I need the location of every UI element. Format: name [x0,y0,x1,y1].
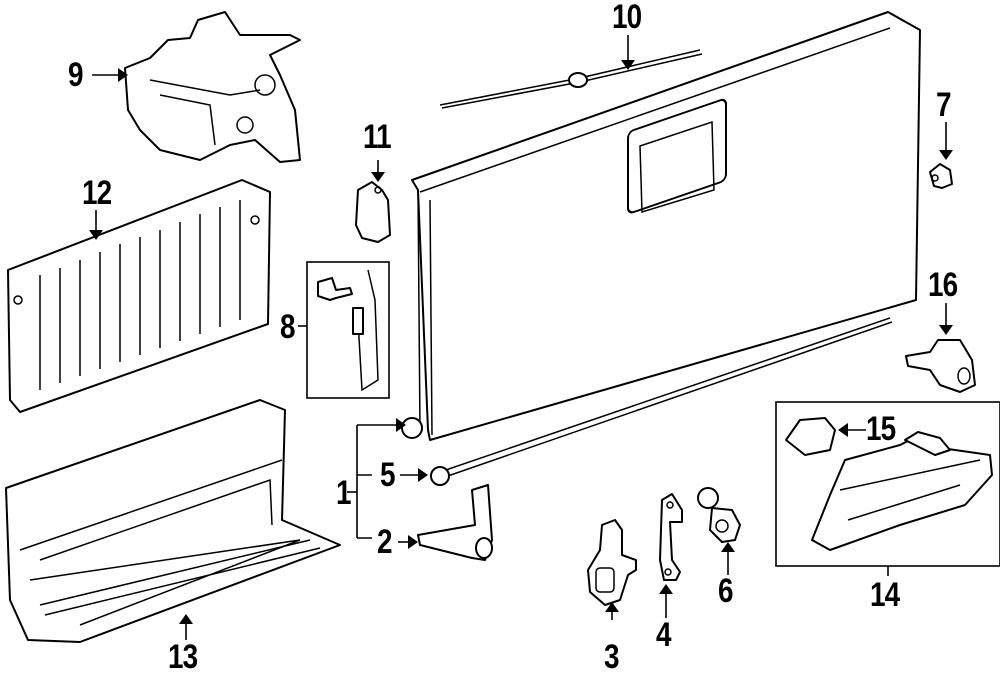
callout-5: 5 [380,456,396,494]
part-5-cable [401,317,893,486]
part-9-latch [124,11,301,163]
callout-13: 13 [168,638,198,674]
callout-2: 2 [377,523,393,561]
callout-15: 15 [866,410,896,448]
part-12-inner-panel [7,179,271,413]
callout-16: 16 [928,266,958,304]
callout-4: 4 [656,616,672,654]
part-3-striker [587,519,637,606]
part-6-pivot [697,487,741,543]
callout-12: 12 [82,174,112,212]
part-16-lock-cylinder [905,339,976,393]
part-4-link [659,493,683,581]
callout-8: 8 [280,308,296,346]
part-8-kit [306,261,390,399]
part-13-tailgate-trim [5,399,341,643]
callout-7: 7 [936,86,952,124]
callout-3: 3 [604,638,620,674]
part-10-release-rod [439,49,703,109]
part-2-bracket [417,484,493,561]
callout-11: 11 [363,118,392,156]
callout-14: 14 [870,576,900,614]
callout-9: 9 [68,56,84,94]
tailgate-panel [411,11,921,441]
callout-10: 10 [612,0,642,36]
leader-lines [89,35,953,640]
callout-6: 6 [718,572,734,610]
part-7-bumper [929,163,953,189]
callout-1: 1 [336,474,352,512]
part-11-switch [355,181,391,243]
